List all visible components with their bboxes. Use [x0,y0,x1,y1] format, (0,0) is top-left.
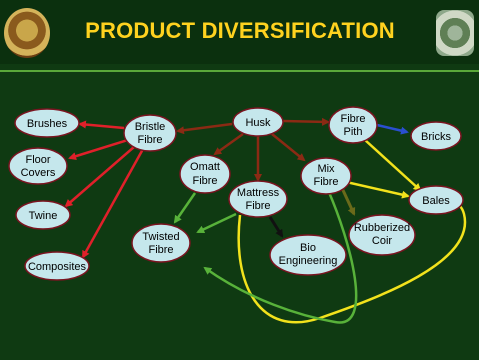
node-twine-label: Twine [29,210,58,222]
link-bristle-brushes [78,120,125,130]
header-bar [0,0,479,64]
node-mattress-fibre: Mattress Fibre [228,180,288,218]
node-bristle-label-1: Bristle [135,121,166,133]
node-twine: Twine [15,200,71,230]
node-husk-label: Husk [245,117,271,129]
node-bio-engineering: Bio Engineering [269,234,347,276]
node-rubberized-label-2: Coir [372,235,393,247]
node-bricks: Bricks [410,121,462,151]
node-brushes: Brushes [14,108,80,138]
link-bristle-twine [64,146,135,208]
node-husk: Husk [232,107,284,137]
node-mix-fibre: Mix Fibre [300,157,352,195]
node-bricks-label: Bricks [421,131,451,143]
node-mix-label-1: Mix [317,163,335,175]
link-omatt-twisted [173,192,197,224]
node-omatt-label-2: Fibre [192,175,217,187]
node-rubberized-coir: Rubberized Coir [348,214,416,256]
node-floor-covers: Floor Covers [8,147,68,185]
institution-logo-right [436,10,474,56]
node-bales: Bales [408,185,464,215]
node-twisted-fibre: Twisted Fibre [131,223,191,263]
node-bio-label-1: Bio [300,242,316,254]
node-twisted-label-1: Twisted [142,231,179,243]
link-pith-bricks [376,123,409,135]
link-mix-rubberized [340,187,356,216]
node-bristle-fibre: Bristle Fibre [123,114,177,152]
link-bristle-floor [68,138,129,161]
node-mattress-label-1: Mattress [237,187,280,199]
slide-title: PRODUCT DIVERSIFICATION [85,18,395,43]
institution-logo-left [4,8,50,58]
node-rubberized-label-1: Rubberized [354,222,410,234]
link-bristle-composites [81,148,145,259]
node-floor-label-1: Floor [25,154,50,166]
node-brushes-label: Brushes [27,118,68,130]
node-mix-label-2: Fibre [313,176,338,188]
link-husk-pith [282,117,330,126]
node-pith-label-2: Pith [344,126,363,138]
node-mattress-label-2: Fibre [245,200,270,212]
link-mattress-bio [268,216,284,238]
node-composites-label: Composites [28,261,87,273]
node-pith-label-1: Fibre [340,113,365,125]
header-divider [0,70,479,72]
node-composites: Composites [24,251,90,281]
link-husk-mix [271,133,306,162]
node-twisted-label-2: Fibre [148,244,173,256]
node-omatt-label-1: Omatt [190,161,220,173]
node-bio-label-2: Engineering [279,255,338,267]
node-bales-label: Bales [422,195,450,207]
link-pith-bales [364,139,422,192]
link-husk-omatt [213,132,244,156]
link-mix-twisted-curve [203,189,358,324]
node-fibre-pith: Fibre Pith [328,106,378,144]
link-husk-bristle [176,122,233,135]
link-mattress-twisted [196,212,237,234]
node-bristle-label-2: Fibre [137,134,162,146]
node-omatt-fibre: Omatt Fibre [179,154,231,194]
node-floor-label-2: Covers [21,167,56,179]
